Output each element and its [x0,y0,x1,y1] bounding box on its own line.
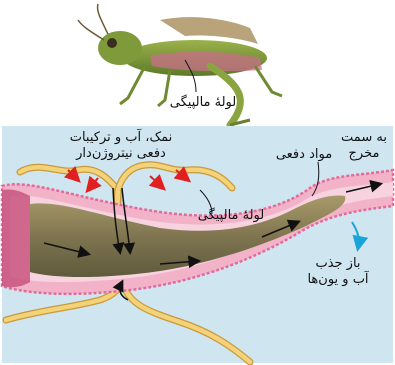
reabsorb-label-line1: باز جذب [288,256,388,271]
inputs-label-line2: دفعی نیتروژن‌دار [56,146,186,161]
grasshopper-head [98,31,142,65]
waste-label: مواد دفعی [264,147,344,162]
grasshopper-antenna [97,4,108,34]
grasshopper-antenna [78,20,104,40]
grasshopper-front-leg [120,66,145,104]
exit-label-line2: مخرج [336,146,392,161]
tubule-label: لولهٔ مالپیگی [176,208,286,223]
gut-cut-end [2,189,30,287]
inputs-label-line1: نمک، آب و ترکیبات [56,130,186,145]
reabsorb-label-line2: آب و یون‌ها [288,272,388,287]
grasshopper-wing [160,17,258,44]
exit-label-line1: به سمت [336,130,392,145]
grasshopper-eye [107,38,117,48]
top-tubule-label: لولهٔ مالپیگی [148,95,258,110]
grasshopper-leg [255,66,282,96]
